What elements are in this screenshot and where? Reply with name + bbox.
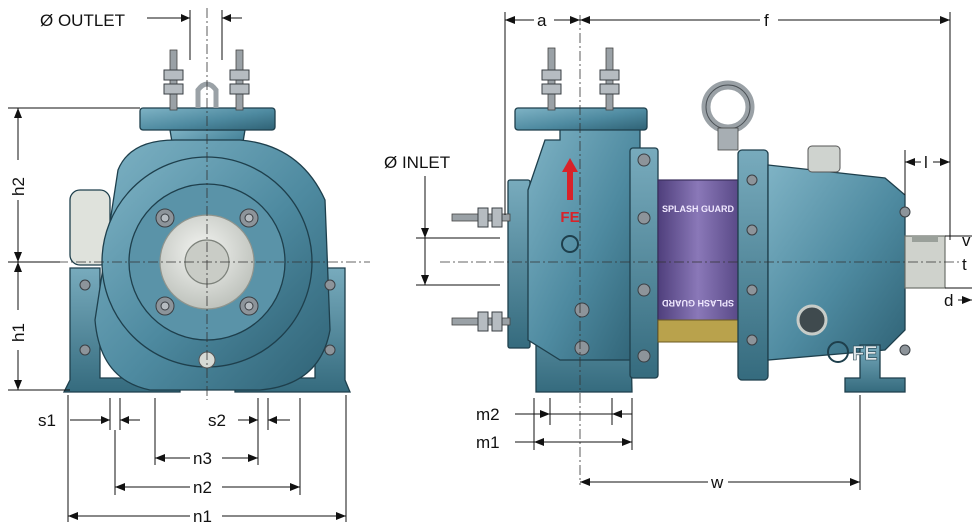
label-s1: s1 [38, 411, 56, 430]
label-h1: h1 [9, 323, 28, 342]
dim-s1: s1 [38, 398, 140, 430]
label-w: w [710, 473, 724, 492]
dim-l: l [904, 150, 951, 240]
side-guard-band [657, 319, 739, 343]
side-oil-sight-glass [796, 304, 828, 336]
fe-swirl-icon [561, 235, 579, 253]
side-lifting-eye [701, 80, 755, 151]
splash-guard-text-mirrored: SPLASH GUARD [662, 298, 735, 308]
nut [160, 301, 170, 311]
side-breather-cap [807, 145, 841, 173]
side-suction-flange [507, 179, 531, 349]
side-casing-bolts [574, 153, 911, 363]
front-outlet-studs [163, 49, 250, 111]
nut [244, 301, 254, 311]
flow-arrow-icon [562, 158, 578, 200]
label-n3: n3 [193, 449, 212, 468]
dim-n2: n2 [114, 398, 301, 497]
dim-n3: n3 [154, 398, 259, 468]
side-suction-studs [451, 207, 511, 332]
label-inlet: Ø INLET [384, 153, 450, 172]
side-casing [527, 127, 641, 361]
dim-a-f: a f [504, 10, 951, 240]
dim-outlet: Ø OUTLET [40, 10, 242, 60]
label-outlet: Ø OUTLET [40, 11, 125, 30]
label-s2: s2 [208, 411, 226, 430]
foot-bolt [324, 279, 336, 291]
side-view: SPLASH GUARD SPLASH GUARD [451, 47, 946, 393]
fe-logo-text: FE [852, 343, 878, 365]
label-f: f [764, 11, 769, 30]
dim-shaft: v t d [944, 231, 972, 310]
side-outlet-flange [514, 107, 648, 131]
side-splash-guard [657, 179, 739, 341]
side-shaft-key [912, 236, 938, 242]
side-outlet-studs [541, 47, 620, 111]
label-h2: h2 [9, 177, 28, 196]
label-m1: m1 [476, 433, 500, 452]
label-t: t [962, 255, 967, 274]
fe-mark-red: FE [560, 209, 579, 226]
nut [244, 213, 254, 223]
label-l: l [924, 153, 928, 172]
label-n2: n2 [193, 478, 212, 497]
side-bearing-housing [767, 164, 906, 361]
foot-bolt [324, 344, 336, 356]
front-outlet-flange [139, 107, 276, 131]
side-adapter [629, 147, 659, 379]
splash-guard-text: SPLASH GUARD [662, 204, 735, 214]
flow-arrow-mark: FE [560, 158, 580, 253]
label-a: a [537, 11, 547, 30]
label-n1: n1 [193, 507, 212, 526]
foot-bolt [79, 344, 91, 356]
dim-w: w [580, 395, 861, 492]
foot-bolt [79, 279, 91, 291]
dim-s2: s2 [208, 398, 290, 430]
dim-n1: n1 [67, 395, 347, 526]
side-rear-foot [844, 344, 906, 393]
dim-heights: h2 h1 [8, 107, 140, 391]
label-m2: m2 [476, 405, 500, 424]
nut [160, 213, 170, 223]
label-d: d [944, 291, 953, 310]
dim-m1: m1 [476, 398, 633, 452]
dim-m2: m2 [476, 398, 632, 425]
dim-inlet: Ø INLET [384, 153, 500, 286]
fe-logo: FE [827, 341, 878, 365]
fe-logo-swirl-icon [827, 341, 849, 363]
label-v: v [962, 231, 971, 250]
front-inlet-bolts [155, 208, 259, 316]
